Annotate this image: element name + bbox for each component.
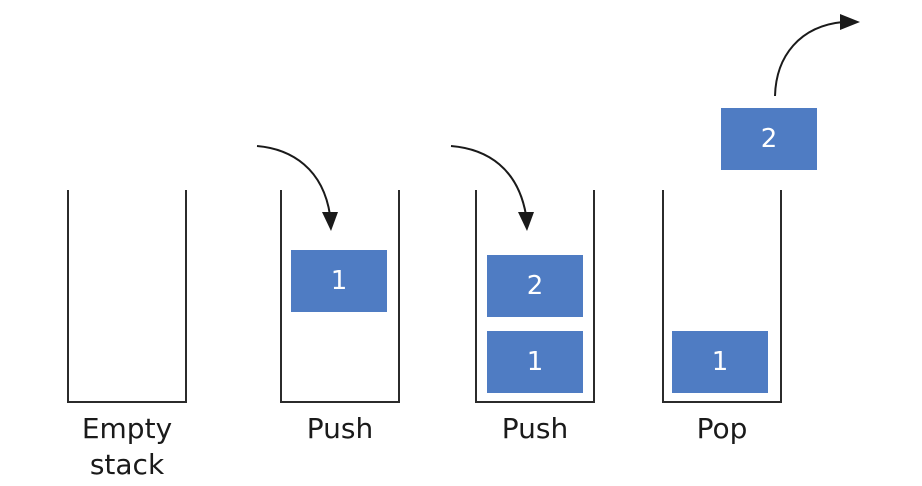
stack-block-pushed-label: 1: [331, 266, 348, 296]
popped-block-label: 2: [761, 124, 778, 154]
stack-block-top-label: 2: [527, 271, 544, 301]
stack-container-pop: [662, 190, 782, 403]
stack-block-remaining-label: 1: [712, 347, 729, 377]
caption-push-1: Push: [307, 412, 373, 445]
stage-empty-stack: Empty stack: [67, 190, 187, 481]
stage-pop: 1 2 Pop: [662, 14, 860, 445]
stack-block-remaining: [672, 331, 768, 393]
caption-empty-line-1: Empty: [82, 412, 172, 445]
stack-container-empty: [67, 190, 187, 403]
stage-push-1: 1 Push: [256, 145, 400, 445]
push-arrow-icon: [256, 145, 331, 216]
stage-push-2: 1 2 Push: [450, 145, 595, 445]
pop-arrowhead-icon: [840, 14, 860, 30]
pop-arrow-icon: [774, 21, 844, 97]
push-arrowhead-icon: [518, 212, 534, 231]
stack-block-bottom-label: 1: [527, 347, 544, 377]
stack-block-bottom: [487, 331, 583, 393]
caption-push-2: Push: [502, 412, 568, 445]
caption-empty-line-2: stack: [90, 448, 165, 481]
stack-container-push-2: [475, 190, 595, 403]
popped-block: [721, 108, 817, 170]
stack-block-pushed: [291, 250, 387, 312]
push-arrow-icon: [450, 145, 527, 216]
caption-pop: Pop: [697, 412, 748, 445]
push-arrowhead-icon: [322, 212, 338, 231]
stack-block-top: [487, 255, 583, 317]
stack-container-push-1: [280, 190, 400, 403]
